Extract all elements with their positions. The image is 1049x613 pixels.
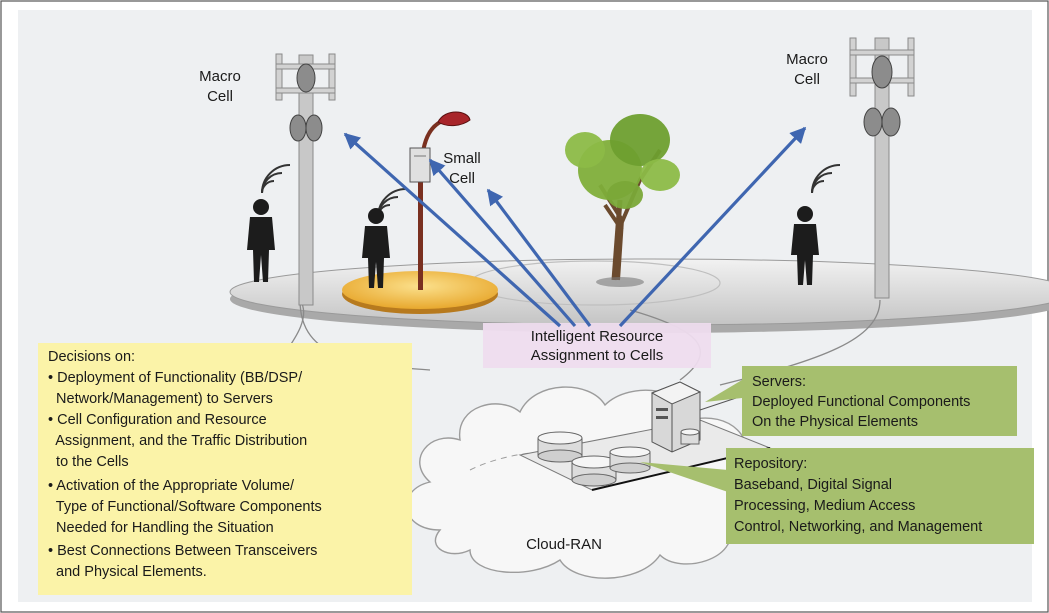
decisions-line: Type of Functional/Software Components (48, 499, 322, 515)
small-cell-lamp (409, 111, 471, 290)
person-middle (362, 208, 390, 288)
repository-line: Processing, Medium Access (734, 498, 915, 514)
macro-cell-tower-right (849, 37, 915, 299)
decisions-line: • Cell Configuration and Resource (48, 412, 267, 428)
person-left (247, 199, 275, 282)
macro-cell-right-label: Macro (786, 51, 828, 68)
intelligent-line-2: Assignment to Cells (531, 347, 664, 364)
decisions-line: to the Cells (48, 454, 129, 470)
assignment-arrows (343, 126, 807, 328)
decisions-line: and Physical Elements. (48, 564, 207, 580)
macro-cell-tower-left (275, 53, 336, 306)
decisions-box: Decisions on: • Deployment of Functional… (38, 343, 412, 595)
macro-cell-left-label: Cell (207, 88, 233, 105)
servers-line: Deployed Functional Components (752, 394, 970, 410)
repository-line: Baseband, Digital Signal (734, 477, 892, 493)
person-right (791, 206, 819, 285)
servers-line: Servers: (752, 374, 806, 390)
small-cell-label: Cell (449, 170, 475, 187)
servers-callout: Servers: Deployed Functional Components … (705, 366, 1017, 436)
repository-callout: Repository: Baseband, Digital Signal Pro… (640, 448, 1034, 544)
decisions-line: Decisions on: (48, 349, 135, 365)
servers-line: On the Physical Elements (752, 414, 918, 430)
intelligent-resource-box: Intelligent Resource Assignment to Cells (483, 323, 711, 368)
decisions-line: • Best Connections Between Transceivers (48, 543, 317, 559)
decisions-line: • Deployment of Functionality (BB/DSP/ (48, 370, 303, 386)
repository-disks (537, 431, 651, 487)
decisions-line: Needed for Handling the Situation (48, 520, 274, 536)
cloud-ran-label: Cloud-RAN (526, 536, 602, 553)
tree (565, 114, 680, 287)
decisions-line: Network/Management) to Servers (48, 391, 273, 407)
decisions-line: • Activation of the Appropriate Volume/ (48, 478, 295, 494)
small-cell-label: Small (443, 150, 481, 167)
macro-cell-right-label: Cell (794, 71, 820, 88)
repository-line: Control, Networking, and Management (734, 519, 982, 535)
server-icon (650, 381, 702, 453)
intelligent-line-1: Intelligent Resource (531, 328, 664, 345)
signal-waves (261, 164, 841, 218)
macro-cell-left-label: Macro (199, 68, 241, 85)
decisions-line: Assignment, and the Traffic Distribution (48, 433, 307, 449)
repository-line: Repository: (734, 456, 807, 472)
